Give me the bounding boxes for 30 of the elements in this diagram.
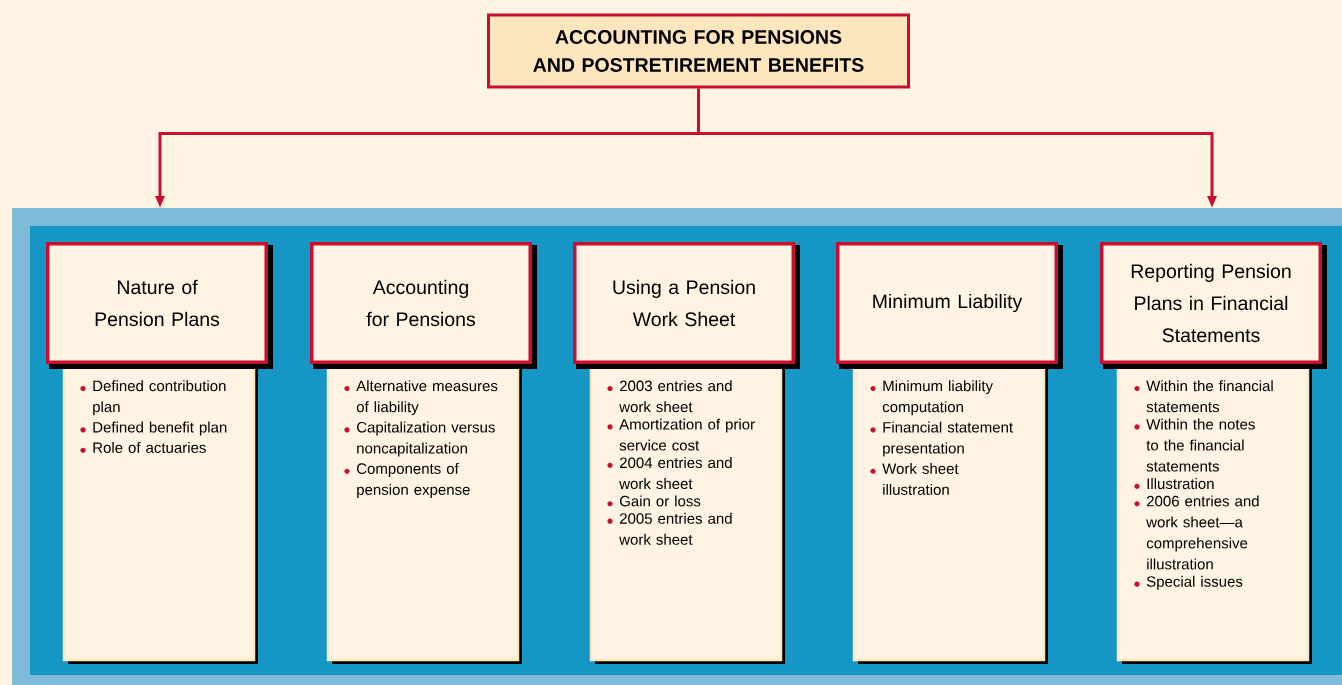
bullet-item: 2006 entries and work sheet—a comprehensive illustration (1134, 495, 1259, 570)
bullet-item: Minimum liability computation (870, 380, 993, 416)
heading-box: Accounting for Pensions (310, 242, 532, 364)
bullet-list-box (326, 366, 520, 662)
bullet-item: 2005 entries and work sheet (607, 512, 732, 545)
bullet-item: Work sheet illustration (870, 462, 959, 495)
bullet-item: 2004 entries and work sheet (607, 457, 732, 490)
bullet-item: Financial statement presentation (870, 421, 1013, 457)
heading-box: Minimum Liability (836, 242, 1058, 364)
bullet-item: 2003 entries and work sheet (607, 380, 732, 413)
bullet-item: Capitalization versus noncapitalization (344, 421, 495, 457)
bullet-item: Role of actuaries (80, 441, 206, 453)
bullet-item: Defined benefit plan (80, 421, 227, 436)
bullet-item: Alternative measures of liability (344, 380, 498, 416)
heading-box: Nature of Pension Plans (46, 242, 268, 364)
heading-box: Reporting Pension Plans in Financial Statements (1100, 242, 1322, 364)
bullet-item: Special issues (1134, 575, 1243, 590)
bullet-item: Amortization of prior service cost (607, 418, 755, 451)
bullet-list-box (852, 366, 1046, 662)
bullet-list-box (1116, 366, 1310, 662)
bullet-list-box (62, 366, 256, 662)
title-box: ACCOUNTING FOR PENSIONS AND POSTRETIREMENT BENEFITS (487, 13, 910, 89)
bullet-item: Illustration (1134, 478, 1214, 490)
bullet-item: Gain or loss (607, 495, 701, 507)
bullet-list-box (589, 366, 783, 662)
bullet-item: Within the notes to the financial statements (1134, 418, 1255, 472)
bullet-item: Defined contribution plan (80, 380, 226, 416)
bullet-item: Components of pension expense (344, 462, 470, 498)
heading-box: Using a Pension Work Sheet (573, 242, 795, 364)
bullet-item: Within the financial statements (1134, 380, 1273, 413)
